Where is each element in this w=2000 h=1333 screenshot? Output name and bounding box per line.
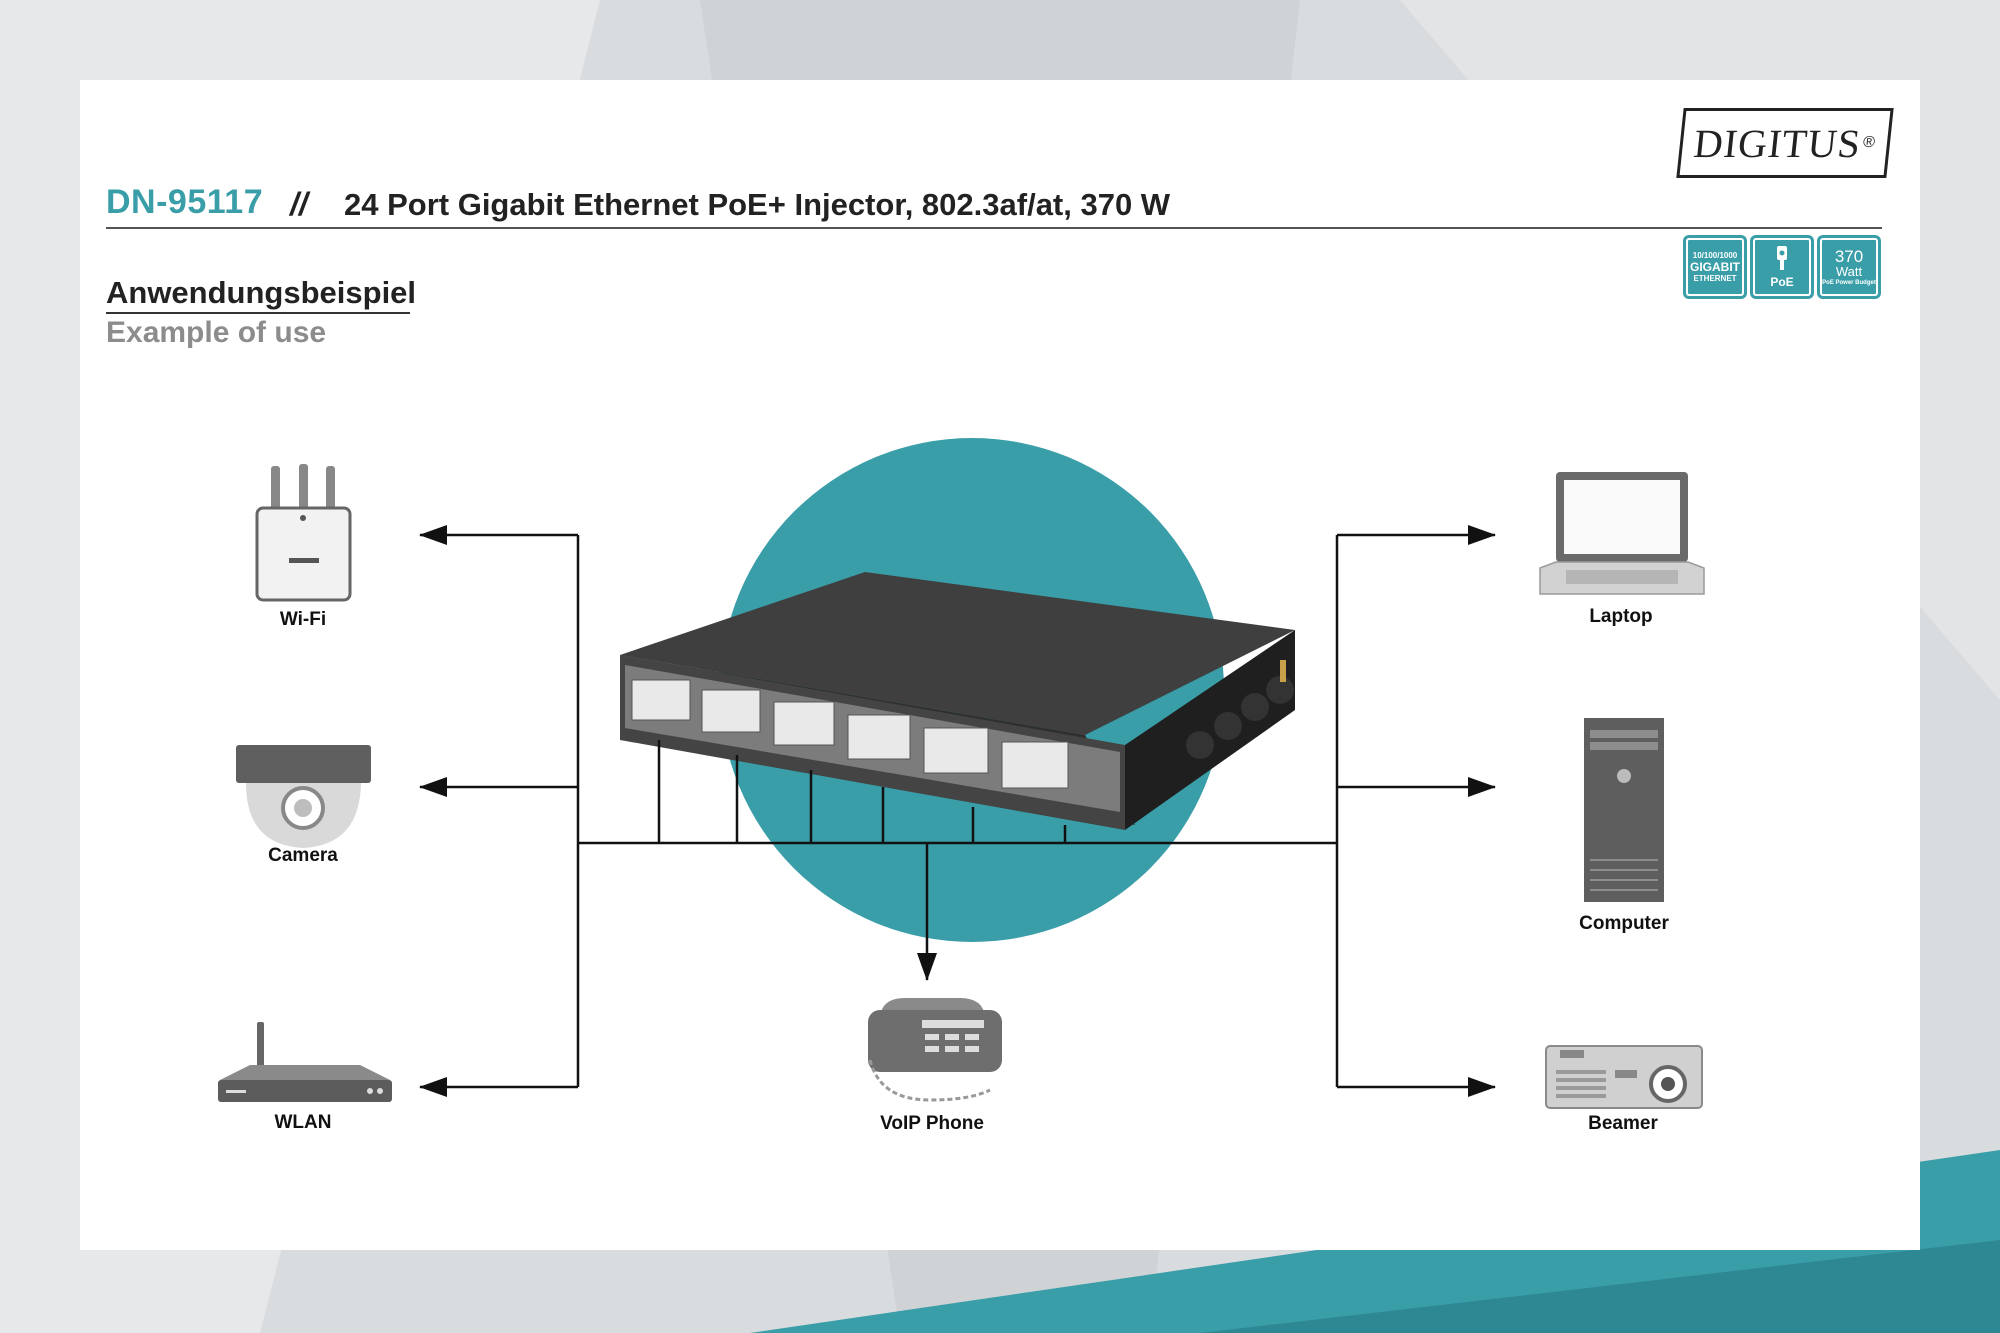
dome-camera-icon (236, 745, 371, 848)
plug-icon (1777, 245, 1787, 270)
router-icon (218, 1022, 392, 1102)
section-title-german: Anwendungsbeispiel (106, 275, 417, 310)
tower-pc-icon (1584, 718, 1664, 902)
section-title-english: Example of use (106, 316, 327, 349)
title-separator: // (290, 186, 308, 222)
access-point-icon (255, 464, 352, 602)
connection-lines (419, 525, 1496, 1097)
label-wlan: WLAN (274, 1112, 332, 1133)
product-sku: DN-95117 (106, 183, 264, 221)
label-camera: Camera (268, 845, 338, 866)
label-laptop: Laptop (1589, 606, 1653, 627)
poe-injector-icon (620, 572, 1295, 830)
badge-line: Watt (1835, 263, 1863, 279)
power-budget-badge: 370 Watt PoE Power Budget (1820, 238, 1878, 296)
label-beamer: Beamer (1588, 1113, 1658, 1134)
poe-badge: PoE (1753, 238, 1811, 296)
badge-line: GIGABIT (1690, 259, 1740, 274)
badge-line: PoE (1770, 274, 1794, 289)
projector-icon (1545, 1045, 1703, 1109)
desk-phone-icon (868, 998, 1002, 1102)
badge-line: ETHERNET (1693, 273, 1737, 283)
title-divider (106, 227, 1882, 229)
badge-line: PoE Power Budget (1822, 279, 1876, 286)
badge-line: 370 (1834, 246, 1864, 266)
label-wifi: Wi-Fi (279, 609, 327, 630)
section-underline (106, 312, 410, 314)
label-voip-phone: VoIP Phone (880, 1113, 984, 1134)
product-title: 24 Port Gigabit Ethernet PoE+ Injector, … (344, 187, 1171, 222)
badge-line: 10/100/1000 (1692, 250, 1738, 260)
label-computer: Computer (1579, 913, 1669, 934)
laptop-icon (1539, 472, 1705, 595)
gigabit-ethernet-badge: 10/100/1000 GIGABIT ETHERNET (1686, 238, 1744, 296)
